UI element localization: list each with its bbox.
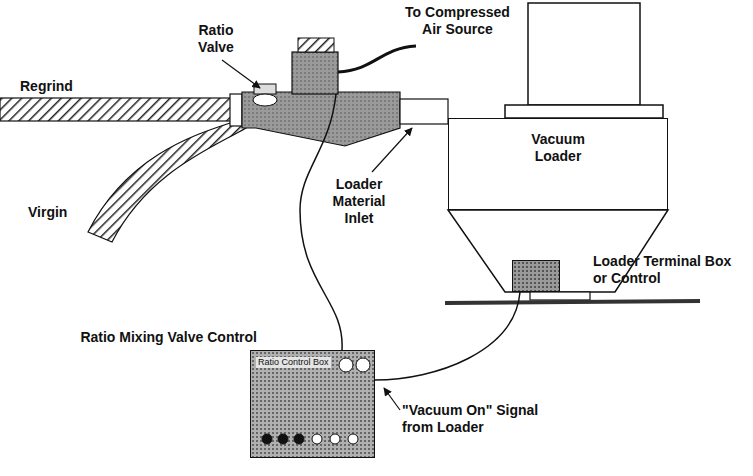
node-title: Ratio Mixing Valve Control bbox=[80, 329, 257, 346]
loader-receiver bbox=[505, 105, 663, 118]
terminal-box: Loader Terminal Box or Control bbox=[512, 260, 560, 292]
part-label: Regrind bbox=[20, 78, 73, 95]
loader-body: Vacuum Loader bbox=[448, 118, 668, 210]
ratio-valve bbox=[292, 52, 338, 94]
ratio-valve bbox=[242, 92, 400, 146]
ratio-valve bbox=[230, 94, 242, 126]
ratio-valve bbox=[230, 38, 448, 146]
control-knob bbox=[294, 434, 304, 444]
ratio-valve bbox=[298, 38, 334, 52]
virgin-pipe bbox=[88, 121, 246, 242]
signal-cable bbox=[375, 292, 520, 380]
control-knob bbox=[348, 434, 358, 444]
part-label: Ratio Valve bbox=[186, 22, 246, 56]
regrind-pipe bbox=[0, 98, 232, 121]
ratio-valve bbox=[400, 99, 448, 124]
leader-arrow bbox=[222, 60, 260, 88]
valve-control-cable bbox=[300, 94, 342, 350]
leader-arrow bbox=[384, 388, 400, 410]
part-label: Virgin bbox=[28, 204, 67, 221]
control-knob bbox=[278, 434, 288, 444]
control-knob bbox=[262, 434, 272, 444]
valve-control-cable bbox=[300, 94, 342, 350]
control-knob bbox=[312, 434, 322, 444]
floor-platform bbox=[445, 301, 700, 303]
air-hose bbox=[338, 46, 416, 72]
loader-receiver bbox=[530, 292, 590, 300]
loader-receiver bbox=[528, 3, 640, 105]
part-label: Loader Material Inlet bbox=[318, 176, 400, 227]
node-title: Loader Terminal Box or Control bbox=[593, 253, 748, 287]
regrind-pipe bbox=[0, 98, 232, 121]
node-title: Vacuum Loader bbox=[513, 131, 603, 165]
leader-arrow bbox=[372, 128, 412, 172]
ratio-valve bbox=[253, 94, 277, 106]
air-hose bbox=[338, 46, 416, 72]
part-label: To Compressed Air Source bbox=[400, 4, 515, 38]
part-label: "Vacuum On" Signal from Loader bbox=[402, 402, 562, 436]
control-knob bbox=[330, 434, 340, 444]
virgin-pipe bbox=[88, 121, 246, 242]
floor-platform bbox=[445, 301, 700, 303]
node-body-text: Ratio Control Box bbox=[256, 357, 331, 368]
control-box: Ratio Mixing Valve ControlRatio Control … bbox=[250, 350, 375, 458]
control-knob bbox=[339, 358, 353, 372]
control-knob bbox=[356, 358, 370, 372]
